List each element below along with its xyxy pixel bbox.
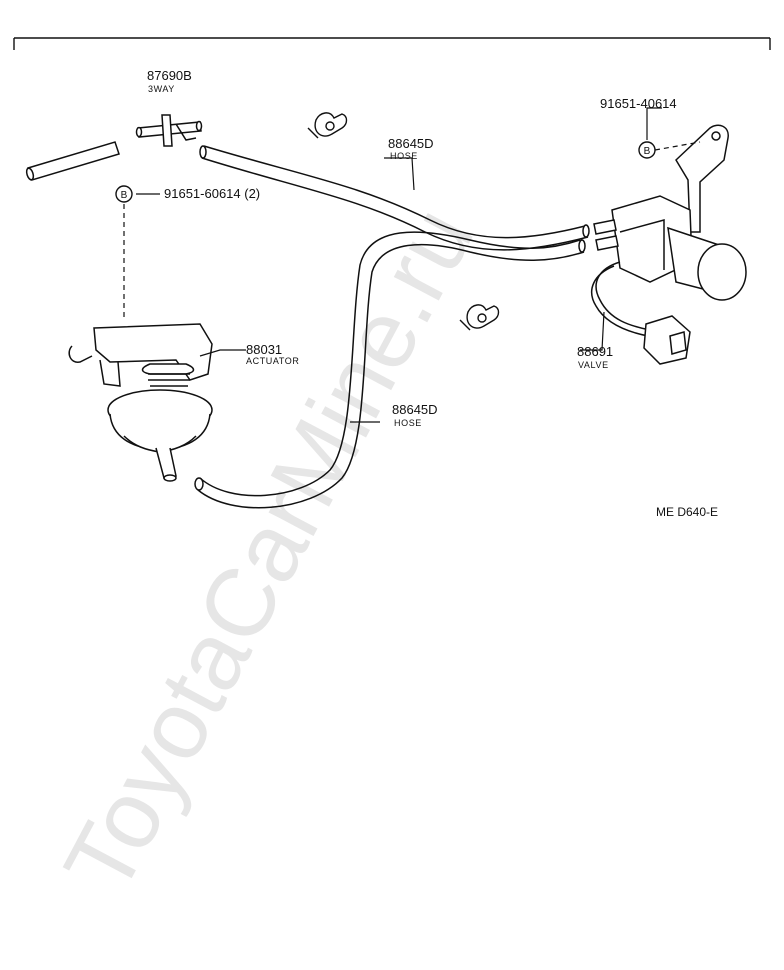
lower-hose — [194, 231, 586, 509]
label-91651-60614: 91651-60614 (2) — [164, 186, 260, 201]
svg-text:B: B — [644, 146, 651, 157]
label-88645D-upper: 88645D HOSE — [388, 136, 434, 161]
svg-text:88645D: 88645D — [388, 136, 434, 151]
short-hose — [25, 141, 120, 181]
svg-text:87690B: 87690B — [147, 68, 192, 83]
svg-text:88031: 88031 — [246, 342, 282, 357]
svg-text:ACTUATOR: ACTUATOR — [246, 356, 299, 366]
3way-connector-icon — [135, 114, 203, 147]
watermark: ToyotaCarMine.ru — [44, 191, 494, 910]
diagram-code: ME D640-E — [656, 505, 718, 519]
frame-line — [13, 37, 771, 50]
valve-icon — [591, 124, 747, 365]
svg-text:HOSE: HOSE — [394, 418, 422, 428]
svg-text:88691: 88691 — [577, 344, 613, 359]
hose-clip-icon — [307, 112, 348, 139]
svg-text:3WAY: 3WAY — [148, 84, 175, 94]
label-88031: 88031 ACTUATOR — [246, 342, 299, 366]
svg-text:VALVE: VALVE — [578, 360, 609, 370]
label-88645D-lower: 88645D HOSE — [392, 402, 438, 428]
svg-text:91651-60614 (2): 91651-60614 (2) — [164, 186, 260, 201]
bolt-marker-icon: B — [638, 141, 656, 159]
bolt-leader-lines — [123, 141, 701, 318]
svg-text:HOSE: HOSE — [390, 151, 418, 161]
label-91651-40614: 91651-40614 — [600, 96, 677, 111]
actuator-icon — [68, 323, 213, 482]
label-88691: 88691 VALVE — [577, 344, 613, 370]
hose-clip-icon — [459, 304, 500, 331]
svg-text:88645D: 88645D — [392, 402, 438, 417]
svg-text:91651-40614: 91651-40614 — [600, 96, 677, 111]
svg-text:B: B — [121, 190, 128, 201]
label-87690B: 87690B 3WAY — [147, 68, 192, 94]
bolt-marker-icon: B — [115, 185, 133, 203]
label-leader-lines — [136, 107, 662, 423]
